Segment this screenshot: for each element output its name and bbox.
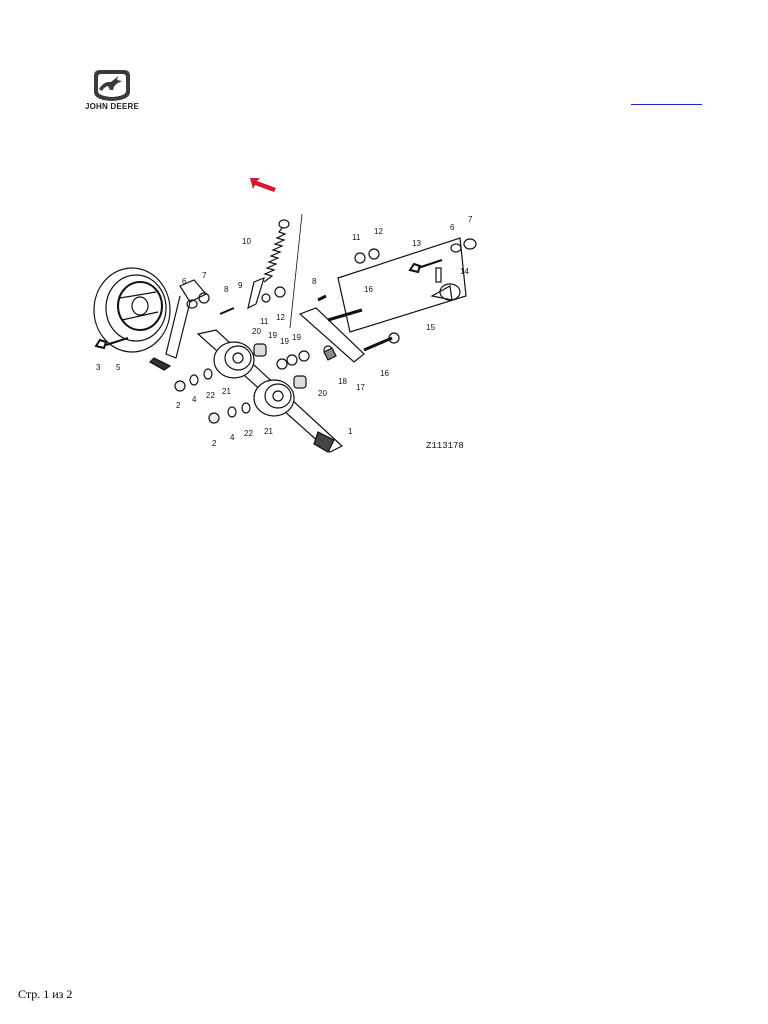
john-deere-logo: JOHN DEERE <box>80 68 144 116</box>
callout: 21 <box>264 427 273 436</box>
callout: 6 <box>182 277 187 286</box>
callout: 13 <box>412 239 421 248</box>
brand-text: JOHN DEERE <box>84 102 139 111</box>
callout: 21 <box>222 387 231 396</box>
idler-pulley-lower <box>253 379 295 417</box>
callout: 7 <box>202 271 207 280</box>
bolt-3 <box>94 337 129 350</box>
callout: 11 <box>352 233 361 242</box>
callout: 20 <box>252 327 261 336</box>
callout: 15 <box>426 323 435 332</box>
callout: 10 <box>242 237 251 246</box>
callout: 4 <box>192 395 197 404</box>
callout: 11 <box>260 317 269 326</box>
red-arrow-icon <box>250 178 276 192</box>
callout: 5 <box>116 363 121 372</box>
callout: 6 <box>450 223 455 232</box>
callout: 22 <box>244 429 253 438</box>
callout: 19 <box>268 331 277 340</box>
callout: 20 <box>318 389 327 398</box>
callout: 19 <box>292 333 301 342</box>
top-link[interactable] <box>631 90 702 105</box>
callout: 17 <box>356 383 365 392</box>
page-number: Стр. 1 из 2 <box>18 987 73 1001</box>
callout: 19 <box>280 337 289 346</box>
idler-pulley-upper <box>213 341 255 379</box>
spring <box>263 219 290 283</box>
callout: 14 <box>460 267 469 276</box>
callout-labels: 1 2 2 3 4 4 5 6 6 7 7 8 8 9 10 11 11 12 … <box>96 215 473 448</box>
callout: 1 <box>348 427 353 436</box>
callout: 16 <box>364 285 373 294</box>
link-bar <box>247 276 265 310</box>
callout: 4 <box>230 433 235 442</box>
callout: 8 <box>312 277 317 286</box>
callout: 3 <box>96 363 101 372</box>
callout: 22 <box>206 391 215 400</box>
callout: 8 <box>224 285 229 294</box>
callout: 7 <box>468 215 473 224</box>
bracket <box>298 307 365 363</box>
large-pulley <box>93 267 171 353</box>
callout: 2 <box>212 439 217 448</box>
callout: 12 <box>374 227 383 236</box>
callout: 2 <box>176 401 181 410</box>
drawing-id: Z113178 <box>426 441 464 451</box>
callout: 9 <box>238 281 243 290</box>
belt-arm <box>165 279 207 359</box>
callout: 18 <box>338 377 347 386</box>
deer-emblem-icon <box>94 70 130 101</box>
callout: 12 <box>276 313 285 322</box>
callout: 16 <box>380 369 389 378</box>
parts-diagram: 1 2 2 3 4 4 5 6 6 7 7 8 8 9 10 11 11 12 … <box>93 213 477 453</box>
